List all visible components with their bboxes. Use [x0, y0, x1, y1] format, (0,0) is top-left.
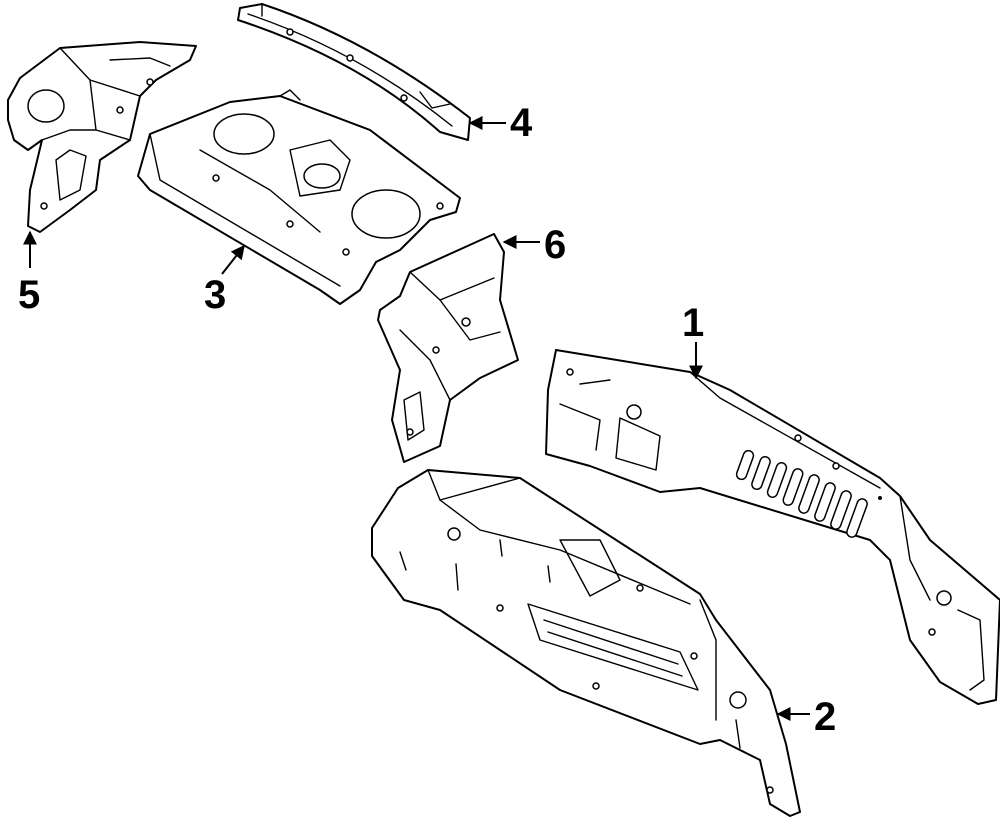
callout-3[interactable]: 3	[204, 273, 226, 317]
callout-1[interactable]: 1	[682, 301, 704, 345]
callout-2[interactable]: 2	[814, 695, 836, 739]
part-5-bracket[interactable]	[7, 41, 197, 233]
part-1-panel[interactable]	[545, 349, 1000, 705]
part-6-extension[interactable]	[377, 233, 519, 463]
callout-5[interactable]: 5	[18, 273, 40, 317]
louver-vents	[735, 449, 868, 538]
callout-6[interactable]: 6	[544, 223, 566, 267]
callout-4[interactable]: 4	[510, 101, 533, 145]
part-4-rail[interactable]	[237, 3, 471, 141]
part-3-package-tray[interactable]	[137, 89, 461, 305]
leader-3	[221, 244, 245, 275]
part-2-floor-panel[interactable]	[371, 469, 801, 817]
